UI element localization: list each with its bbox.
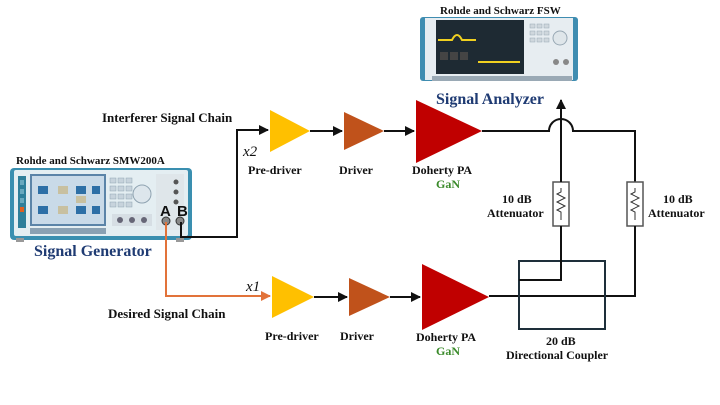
signal-analyzer: Rohde and Schwarz FSW Signal Analyzer: [420, 5, 578, 108]
analyzer-model-label: Rohde and Schwarz FSW: [440, 5, 561, 17]
interferer-predriver-label: Pre-driver: [248, 163, 302, 177]
interferer-driver-amp-icon: [344, 112, 384, 150]
resistor-icon: [629, 188, 641, 220]
interferer-doherty-pa-icon: [416, 100, 482, 163]
interferer-predriver-amp-icon: [270, 110, 310, 152]
attenuator-left-name: Attenuator: [487, 206, 544, 220]
desired-driver-amp-icon: [349, 278, 390, 316]
interferer-output-wire: [482, 118, 636, 182]
coupler-name-label: Directional Coupler: [506, 348, 609, 362]
generator-to-desired-wire: [165, 222, 271, 301]
desired-doherty-pa-icon: [422, 264, 489, 330]
generator-model-label: Rohde and Schwarz SMW200A: [16, 155, 165, 167]
desired-driver-label: Driver: [340, 329, 375, 343]
generator-instrument-icon: [10, 168, 192, 242]
attenuator-right: [626, 181, 644, 227]
coupler-value-label: 20 dB: [546, 334, 576, 348]
signal-generator: Rohde and Schwarz SMW200A: [10, 155, 192, 260]
resistor-icon: [555, 188, 567, 220]
attenuator-left: [552, 181, 570, 227]
port-a-label: A: [160, 203, 171, 220]
desired-gan-label: GaN: [436, 344, 460, 358]
desired-predriver-label: Pre-driver: [265, 329, 319, 343]
analyzer-caption: Signal Analyzer: [436, 91, 544, 108]
generator-to-interferer-wire: [180, 125, 269, 238]
interferer-gan-label: GaN: [436, 177, 460, 191]
interferer-chain-label: Interferer Signal Chain: [102, 110, 233, 125]
coupler-coupled-port-wire: [519, 234, 562, 281]
desired-chain-label: Desired Signal Chain: [108, 306, 226, 321]
desired-doherty-label: Doherty PA: [416, 330, 476, 344]
generator-caption: Signal Generator: [34, 243, 152, 260]
analyzer-instrument-icon: [420, 17, 578, 81]
desired-output-wire: [489, 234, 636, 297]
desired-predriver-amp-icon: [272, 276, 314, 318]
interferer-driver-label: Driver: [339, 163, 374, 177]
port-b-label: B: [177, 203, 188, 220]
attenuator-right-value: 10 dB: [663, 192, 693, 206]
desired-multiplier: x1: [245, 279, 260, 295]
attenuator-left-value: 10 dB: [502, 192, 532, 206]
attenuator-right-name: Attenuator: [648, 206, 705, 220]
interferer-doherty-label: Doherty PA: [412, 163, 472, 177]
interferer-multiplier: x2: [242, 144, 258, 160]
